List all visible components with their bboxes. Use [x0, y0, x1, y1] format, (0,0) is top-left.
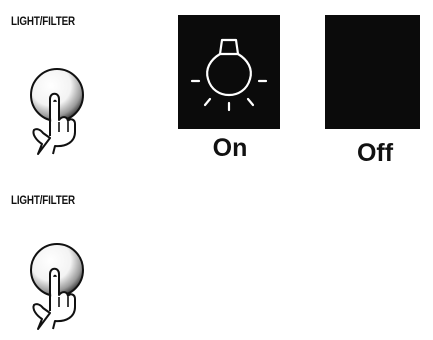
light-bulb-on-icon	[178, 15, 280, 129]
light-filter-label-1: LIGHT/FILTER	[11, 14, 75, 28]
off-caption: Off	[345, 139, 405, 168]
light-filter-label-2: LIGHT/FILTER	[11, 193, 75, 207]
on-caption: On	[205, 134, 255, 163]
light-filter-button-1[interactable]	[10, 50, 110, 160]
light-off-indicator	[325, 15, 420, 129]
light-filter-button-2[interactable]	[10, 225, 110, 335]
light-on-indicator	[178, 15, 280, 129]
finger-press-button-icon	[10, 225, 110, 335]
finger-press-button-icon	[10, 50, 110, 160]
